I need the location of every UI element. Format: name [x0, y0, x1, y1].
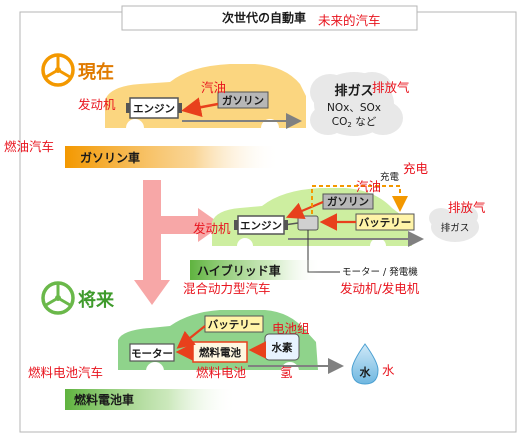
fuel-cell-car-band	[65, 389, 237, 410]
steering-wheel-icon	[41, 281, 75, 315]
water-label: 水	[360, 365, 372, 379]
gasoline-car-band	[65, 146, 280, 168]
steering-wheel-icon	[41, 53, 75, 87]
hybrid-car-label-cn: 混合动力型汽车	[183, 281, 271, 296]
hybrid-battery-label: バッテリー	[359, 217, 412, 229]
fuel-cell-motor-label: モーター	[131, 348, 173, 360]
hydrogen-cn: 氢	[280, 365, 293, 380]
exhaust-cloud: 排ガス NOx、SOx CO2 など	[310, 72, 403, 136]
hybrid-exhaust-label: 排ガス	[441, 222, 470, 234]
hybrid-car-label: ハイブリッド車	[197, 263, 281, 278]
gasoline-car-label-cn: 燃油汽车	[4, 139, 54, 154]
hybrid-engine-label: エンジン	[240, 220, 282, 232]
hybrid-fuel-label: ガソリン	[327, 195, 369, 208]
gasoline-fuel-label: ガソリン	[222, 94, 264, 107]
fuel-cell-battery-label: バッテリー	[208, 319, 261, 331]
fuel-cell-stack-cn: 燃料电池	[196, 365, 247, 380]
fuel-cell-stack-box: 燃料電池	[192, 341, 248, 363]
hybrid-exhaust-cn: 排放气	[448, 200, 486, 215]
hydrogen-label: 水素	[271, 341, 293, 354]
transition-arrow	[134, 180, 222, 305]
motor-generator-cn: 发动机/发电机	[340, 281, 420, 296]
water-cn: 水	[382, 363, 395, 378]
title-jp: 次世代の自動車	[222, 10, 306, 25]
gasoline-engine-box: エンジン	[126, 97, 182, 119]
fuel-cell-motor-box: モーター	[129, 343, 175, 362]
hybrid-motor-generator-box	[297, 215, 319, 231]
fuel-cell-car-label: 燃料電池車	[74, 392, 134, 407]
section-present-label: 現在	[78, 61, 114, 83]
exhaust-cn: 排放气	[372, 80, 410, 95]
section-future-label: 将来	[78, 289, 115, 311]
exhaust-title: 排ガス	[334, 83, 373, 99]
fuel-to-engine-arrow	[181, 97, 219, 118]
fuel-cell-stack-label: 燃料電池	[199, 346, 241, 359]
gasoline-car-label: ガソリン車	[80, 150, 140, 165]
hybrid-engine-box: エンジン	[234, 215, 288, 235]
hybrid-fuel-box: ガソリン	[322, 193, 374, 210]
hybrid-charge-label: 充電	[380, 171, 400, 183]
hybrid-link-line	[283, 222, 299, 226]
gasoline-engine-cn: 发动机	[78, 97, 116, 112]
title-cn: 未来的汽车	[318, 13, 381, 28]
hybrid-exhaust-cloud: 排ガス	[429, 206, 479, 242]
hydrogen-tank: 水素	[264, 333, 300, 361]
hybrid-fuel-cn: 汽油	[356, 179, 381, 194]
section-present-header: 現在	[41, 53, 114, 87]
gasoline-fuel-cn: 汽油	[201, 80, 226, 95]
gasoline-engine-label: エンジン	[133, 103, 175, 115]
hybrid-fuel-arrow	[285, 200, 324, 219]
exhaust-line2: CO2 など	[332, 116, 377, 129]
battery-to-motor-arrow	[176, 325, 206, 349]
exhaust-line1: NOx、SOx	[327, 102, 381, 114]
hybrid-battery-box: バッテリー	[355, 213, 415, 231]
motor-generator-label: モーター / 発電機	[342, 266, 418, 278]
water-droplet-icon: 水	[351, 343, 379, 385]
fuel-cell-battery-cn: 电池组	[272, 321, 310, 336]
fuel-cell-battery-box: バッテリー	[204, 315, 264, 333]
fuel-cell-car-label-cn: 燃料电池汽车	[28, 365, 103, 380]
hybrid-car-band	[190, 260, 322, 280]
hybrid-charge-cn: 充电	[403, 161, 429, 176]
section-future-header: 将来	[41, 281, 115, 315]
hybrid-charge-arrow	[311, 185, 408, 214]
gasoline-fuel-box: ガソリン	[217, 91, 269, 109]
title-box	[121, 5, 418, 31]
hybrid-engine-cn: 发动机	[193, 221, 231, 236]
